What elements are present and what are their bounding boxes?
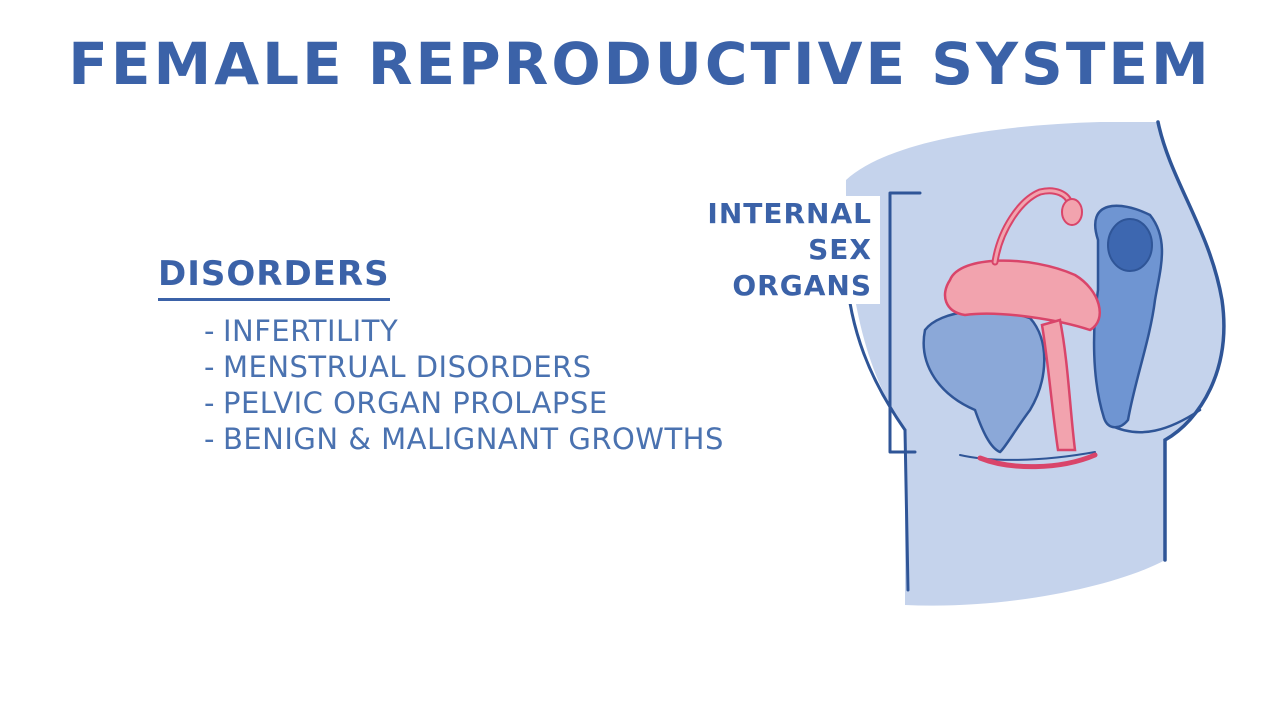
disorders-section: DISORDERS -INFERTILITY -MENSTRUAL DISORD…: [158, 254, 724, 457]
disorder-label: PELVIC ORGAN PROLAPSE: [222, 386, 608, 420]
fallopian-tube-inner: [993, 189, 1072, 264]
list-item: -MENSTRUAL DISORDERS: [204, 350, 592, 384]
perineum-line: [959, 451, 1096, 461]
organ-bracket: [888, 191, 922, 454]
back-outline: [1156, 120, 1226, 562]
list-item: -PELVIC ORGAN PROLAPSE: [204, 386, 608, 420]
disorder-label: BENIGN & MALIGNANT GROWTHS: [222, 422, 724, 456]
organ-label-line1: INTERNAL: [707, 197, 872, 230]
vagina: [1040, 318, 1077, 452]
list-item: -INFERTILITY: [204, 314, 399, 348]
ovary: [1061, 198, 1083, 226]
page-title: FEMALE REPRODUCTIVE SYSTEM: [68, 30, 1212, 98]
thigh-outline: [903, 428, 910, 592]
list-item: -BENIGN & MALIGNANT GROWTHS: [204, 422, 724, 456]
disorders-heading: DISORDERS: [158, 254, 390, 301]
vulva: [977, 452, 1098, 470]
organ-label-line2: SEX ORGANS: [732, 233, 872, 302]
buttock-crease: [1108, 408, 1202, 434]
rectum-lumen: [1107, 218, 1153, 272]
disorders-list: -INFERTILITY -MENSTRUAL DISORDERS -PELVI…: [158, 313, 724, 457]
disorder-label: INFERTILITY: [222, 314, 399, 348]
disorder-label: MENSTRUAL DISORDERS: [222, 350, 592, 384]
internal-sex-organs-label: INTERNAL SEX ORGANS: [662, 196, 880, 304]
uterus: [943, 259, 1101, 332]
